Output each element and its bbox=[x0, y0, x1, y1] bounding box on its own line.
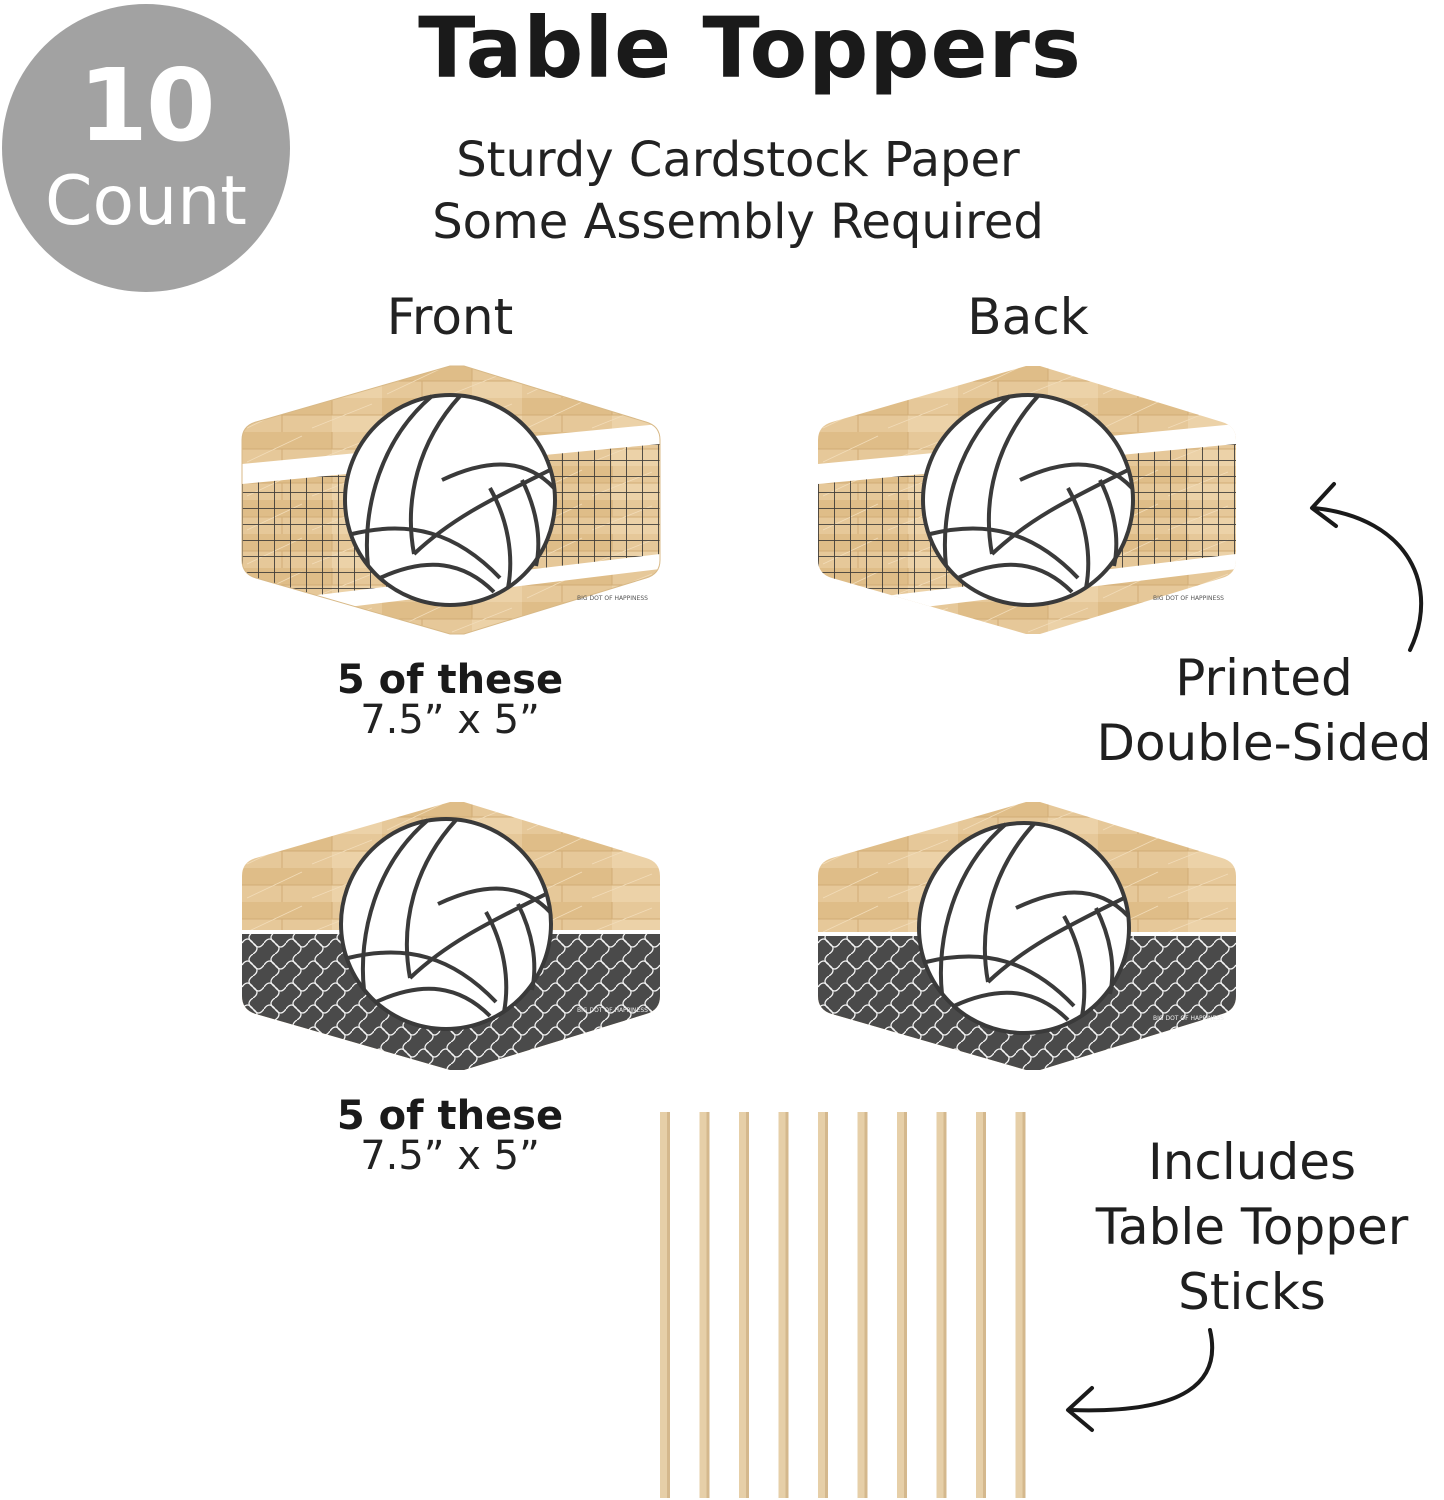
topper-design-1-front: BIG DOT OF HAPPINESS bbox=[241, 365, 661, 635]
topper-stick-shade bbox=[904, 1112, 907, 1498]
topper-stick bbox=[818, 1112, 828, 1498]
design-2-quantity: 5 of these 7.5” x 5” bbox=[240, 1096, 660, 1176]
topper-stick bbox=[778, 1112, 789, 1498]
topper-stick-shade bbox=[785, 1112, 789, 1498]
back-label: Back bbox=[967, 288, 1089, 346]
topper-stick bbox=[699, 1112, 710, 1498]
card-logo-text: BIG DOT OF HAPPINESS bbox=[1153, 595, 1224, 602]
double-sided-line-2: Double-Sided bbox=[1096, 714, 1432, 772]
topper-sticks bbox=[660, 1112, 1026, 1498]
topper-stick-shade bbox=[746, 1112, 749, 1498]
topper-stick bbox=[976, 1112, 986, 1498]
card-logo-text: BIG DOT OF HAPPINESS bbox=[577, 1007, 648, 1014]
sticks-line-2: Table Topper bbox=[1095, 1198, 1409, 1256]
topper-design-2-front: BIG DOT OF HAPPINESS bbox=[242, 802, 660, 1070]
topper-design-1-back: BIG DOT OF HAPPINESS bbox=[818, 366, 1236, 634]
page-title: Table Toppers bbox=[418, 0, 1082, 97]
topper-stick bbox=[739, 1112, 749, 1498]
topper-stick-shade bbox=[825, 1112, 828, 1498]
design-2-size: 7.5” x 5” bbox=[360, 1133, 540, 1179]
card-logo-text: BIG DOT OF HAPPINESS bbox=[577, 595, 648, 602]
topper-stick bbox=[857, 1112, 868, 1498]
topper-stick bbox=[936, 1112, 947, 1498]
curved-arrow-icon bbox=[1310, 482, 1424, 652]
count-label: Count bbox=[45, 162, 247, 241]
subtitle-line-2: Some Assembly Required bbox=[432, 194, 1044, 250]
count-number: 10 bbox=[78, 47, 215, 164]
topper-stick-shade bbox=[706, 1112, 710, 1498]
sticks-line-3: Sticks bbox=[1178, 1263, 1326, 1321]
design-1-size: 7.5” x 5” bbox=[360, 697, 540, 743]
topper-stick bbox=[1015, 1112, 1026, 1498]
design-1-count: 5 of these bbox=[336, 657, 564, 703]
topper-stick-shade bbox=[943, 1112, 947, 1498]
topper-stick-shade bbox=[983, 1112, 986, 1498]
topper-stick-shade bbox=[667, 1112, 670, 1498]
card-logo-text: BIG DOT OF HAPPINESS bbox=[1153, 1015, 1224, 1022]
topper-stick-shade bbox=[1022, 1112, 1026, 1498]
count-badge: 10 Count bbox=[2, 4, 290, 292]
double-sided-note: Printed Double-Sided bbox=[1060, 646, 1444, 776]
double-sided-line-1: Printed bbox=[1175, 649, 1353, 707]
design-1-quantity: 5 of these 7.5” x 5” bbox=[240, 660, 660, 740]
subtitle-line-1: Sturdy Cardstock Paper bbox=[456, 132, 1020, 188]
topper-stick bbox=[660, 1112, 670, 1498]
topper-stick bbox=[897, 1112, 907, 1498]
topper-design-2-back: BIG DOT OF HAPPINESS bbox=[818, 802, 1236, 1070]
design-2-count: 5 of these bbox=[336, 1093, 564, 1139]
front-label: Front bbox=[386, 288, 514, 346]
topper-stick-shade bbox=[864, 1112, 868, 1498]
curved-arrow-icon bbox=[1066, 1328, 1215, 1432]
sticks-note: Includes Table Topper Sticks bbox=[1060, 1130, 1444, 1325]
sticks-line-1: Includes bbox=[1147, 1133, 1357, 1191]
